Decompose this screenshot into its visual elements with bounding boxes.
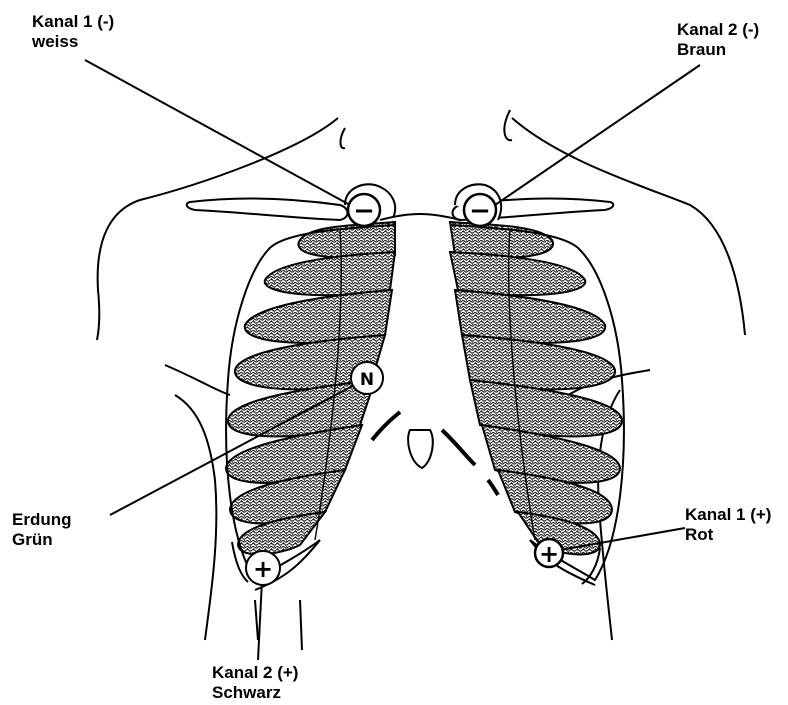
leader-lines [85, 60, 700, 660]
label-kanal2-negative-color: Braun [677, 40, 759, 60]
plus-symbol: + [539, 540, 559, 568]
label-ground-color: Grün [12, 530, 72, 550]
label-ground: Erdung Grün [12, 510, 72, 550]
label-kanal1-negative: Kanal 1 (-) weiss [32, 12, 114, 52]
plus-symbol: + [253, 555, 273, 583]
label-kanal1-negative-color: weiss [32, 32, 114, 52]
label-kanal1-negative-title: Kanal 1 (-) [32, 12, 114, 32]
electrode-kanal2-neg: − [464, 194, 496, 226]
label-kanal1-positive-title: Kanal 1 (+) [685, 505, 771, 525]
minus-symbol: − [353, 196, 375, 226]
left-lung-ribs [450, 222, 624, 580]
minus-symbol: − [469, 196, 491, 226]
electrode-kanal1-neg: − [348, 194, 380, 226]
label-kanal2-positive: Kanal 2 (+) Schwarz [212, 663, 298, 703]
label-kanal2-negative-title: Kanal 2 (-) [677, 20, 759, 40]
electrode-ground: N [351, 362, 383, 394]
label-kanal2-negative: Kanal 2 (-) Braun [677, 20, 759, 60]
clavicles [187, 184, 614, 220]
label-kanal2-positive-color: Schwarz [212, 683, 298, 703]
label-ground-title: Erdung [12, 510, 72, 530]
ground-symbol: N [360, 370, 374, 390]
electrode-kanal1-pos: + [535, 539, 563, 568]
right-lung-ribs [226, 222, 395, 580]
label-kanal1-positive: Kanal 1 (+) Rot [685, 505, 771, 545]
label-kanal2-positive-title: Kanal 2 (+) [212, 663, 298, 683]
label-kanal1-positive-color: Rot [685, 525, 771, 545]
torso-outline [97, 110, 745, 650]
electrode-kanal2-pos: + [246, 551, 280, 585]
